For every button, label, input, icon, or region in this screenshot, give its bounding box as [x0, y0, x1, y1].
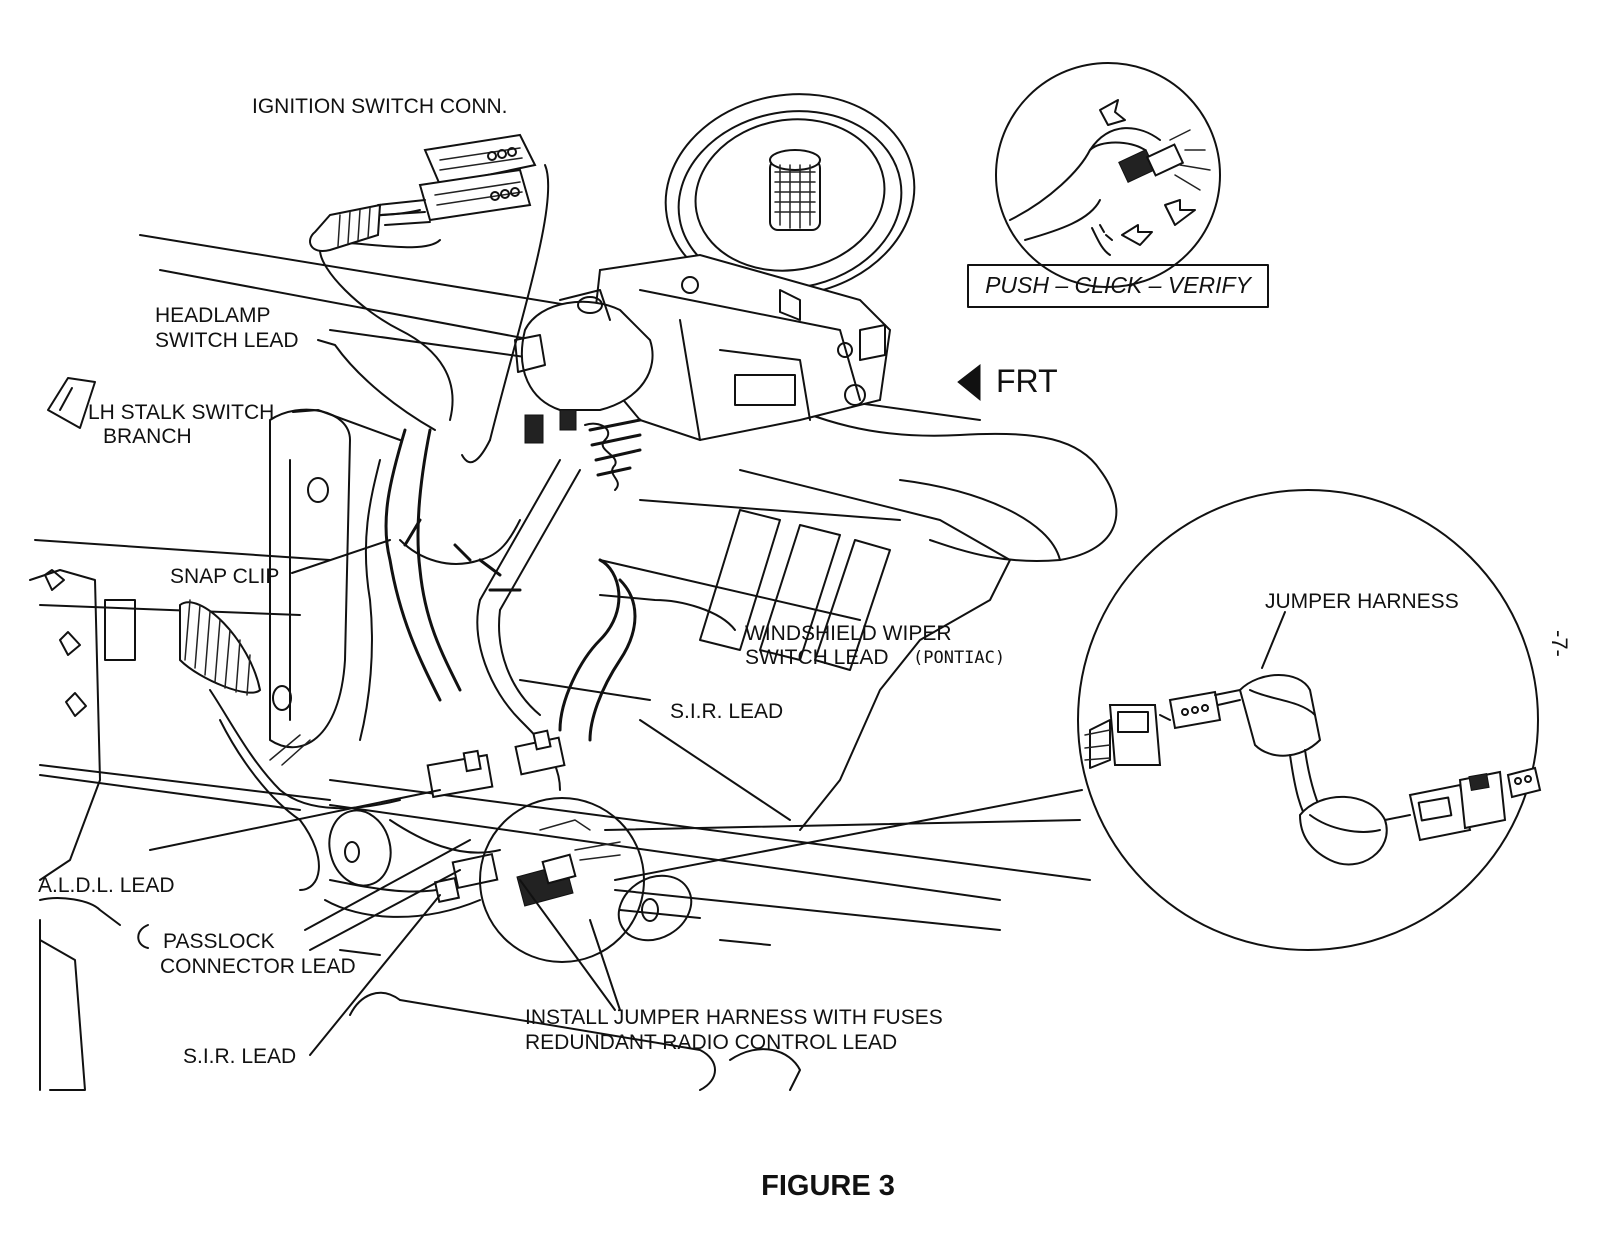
jumper-harness-detail: [1077, 489, 1542, 951]
windshield-wiper-label-line1: WINDSHIELD WIPER: [745, 622, 952, 645]
steering-column-assembly: [479, 93, 916, 611]
frt-label: FRT: [996, 363, 1058, 399]
front-direction-arrow: [957, 363, 981, 402]
push-click-verify-box: [967, 264, 1269, 308]
ignition-switch-conn-label: IGNITION SWITCH CONN.: [252, 95, 508, 118]
lh-stalk-label-line1: LH STALK SWITCH: [88, 401, 274, 424]
aldl-lead-label: A.L.D.L. LEAD: [38, 874, 175, 897]
leader-lines: [137, 164, 1286, 1056]
figure-caption: FIGURE 3: [761, 1170, 895, 1202]
snap-clip-label: SNAP CLIP: [170, 565, 279, 588]
push-click-verify-label: PUSH – CLICK – VERIFY: [985, 272, 1253, 298]
magnifier-callout: [479, 789, 1083, 963]
windshield-wiper-pontiac-note: (PONTIAC): [913, 648, 1005, 668]
push-click-detail: [967, 62, 1269, 308]
install-jumper-label-line1: INSTALL JUMPER HARNESS WITH FUSES: [525, 1006, 943, 1029]
lh-stalk-label-line2: BRANCH: [103, 425, 192, 448]
wiring-harness: [179, 209, 637, 918]
passlock-label-line1: PASSLOCK: [163, 930, 275, 953]
headlamp-label-line2: SWITCH LEAD: [155, 329, 299, 352]
sir-lead-lower-label: S.I.R. LEAD: [183, 1045, 296, 1068]
windshield-wiper-label-line2: SWITCH LEAD: [745, 646, 889, 669]
headlamp-label-line1: HEADLAMP: [155, 304, 271, 327]
page-number: -7-: [1547, 630, 1572, 657]
sir-lead-upper-label: S.I.R. LEAD: [670, 700, 783, 723]
jumper-harness-label: JUMPER HARNESS: [1265, 590, 1459, 613]
ignition-switch-connector: [309, 133, 537, 252]
passlock-label-line2: CONNECTOR LEAD: [160, 955, 356, 978]
dashboard-panel-outline: [29, 234, 1118, 1091]
install-jumper-label-line2: REDUNDANT RADIO CONTROL LEAD: [525, 1031, 897, 1054]
